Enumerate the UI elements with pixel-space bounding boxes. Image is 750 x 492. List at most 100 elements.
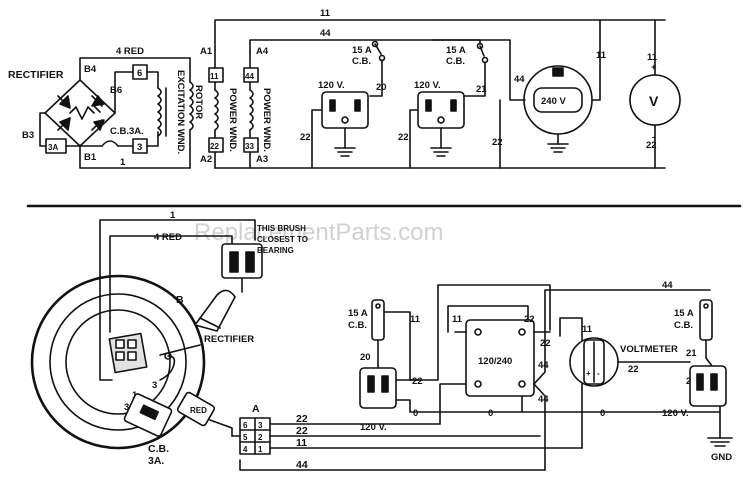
a1-label: A1	[200, 46, 213, 57]
a4-label: A4	[256, 46, 269, 57]
top-receptacle-240v-label: 240 V	[541, 96, 566, 107]
bottom-left-cb-label: C.B.	[348, 320, 367, 331]
top-schematic: RECTIFIER B4 B6 B3 B1 4 RED 6 3A 1 C.B.3…	[8, 8, 681, 169]
brush-note-3: BEARING	[257, 246, 294, 255]
top-terminal-11-label: 11	[210, 72, 219, 81]
top-wire-44: 44	[320, 28, 331, 39]
bottom-right-circuit-breaker	[699, 299, 713, 341]
bottom-cb-label-2: 3A.	[148, 455, 164, 467]
bottom-wire-20: 20	[360, 352, 371, 363]
top-receptacle-2-label: 120 V.	[414, 80, 441, 91]
b6-label: B6	[110, 85, 122, 96]
top-wire-20: 20	[376, 82, 387, 93]
terminal-block-a	[239, 417, 271, 455]
top-ground-3	[547, 143, 569, 153]
brush-red-label: RED	[190, 406, 207, 415]
bottom-left-receptacle-120v	[359, 367, 397, 409]
bottom-rectifier-label: RECTIFIER	[204, 334, 254, 345]
bottom-cb-label-1: C.B.	[148, 443, 169, 455]
top-terminal-11	[208, 67, 224, 83]
terminal-6: 6	[243, 421, 248, 430]
b3-label: B3	[22, 130, 34, 141]
top-wire-44-b: 44	[514, 74, 525, 85]
bottom-wire-22-b: 22	[296, 425, 308, 437]
top-terminal-22	[208, 137, 224, 153]
bottom-pictorial: 1 4 RED THIS BRUSH CLOSEST TO BEARING B	[30, 210, 733, 471]
bottom-right-cb-15a: 15 A	[674, 308, 694, 319]
terminal-3: 3	[258, 421, 263, 430]
bottom-right-receptacle-label: 120 V.	[662, 408, 689, 419]
terminal-1: 1	[258, 445, 263, 454]
voltmeter-label: VOLTMETER	[620, 344, 678, 355]
bottom-wire-44: 44	[296, 459, 308, 471]
a2-label: A2	[200, 154, 212, 165]
rectifier-label: RECTIFIER	[8, 69, 64, 81]
bottom-wire-44-top: 44	[662, 280, 673, 291]
bottom-wire-22-mid-1: 22	[524, 314, 535, 325]
bottom-wire-0-b: 0	[488, 408, 493, 419]
brush-holder	[221, 243, 263, 293]
bottom-circuit-breaker-3a	[123, 393, 173, 437]
terminal-block-a-label: A	[252, 403, 260, 415]
rectifier-bridge	[44, 79, 116, 147]
top-voltmeter-minus: -	[652, 132, 655, 143]
terminal-4: 4	[243, 445, 248, 454]
top-ground-1	[334, 147, 356, 157]
bottom-right-cb-label: C.B.	[674, 320, 693, 331]
top-terminal-44	[243, 67, 259, 83]
power-winding-1-label: POWER WND.	[227, 88, 238, 152]
top-wire-22-a: 22	[300, 132, 311, 143]
top-voltmeter-plus: +	[651, 62, 657, 73]
bottom-wire-11-voltmeter: 11	[582, 324, 593, 335]
top-terminal-33	[243, 137, 259, 153]
top-cb3a-label: C.B.3A.	[110, 126, 144, 137]
terminal-5: 5	[243, 433, 248, 442]
top-terminal-44-label: 44	[245, 72, 254, 81]
bottom-left-cb-15a: 15 A	[348, 308, 368, 319]
top-wire-1: 1	[120, 157, 126, 168]
top-cb15a-2: 15 A	[446, 45, 466, 56]
top-terminal-3-label: 3	[137, 142, 142, 153]
top-terminal-33-label: 33	[245, 142, 254, 151]
terminal-2: 2	[258, 433, 263, 442]
bottom-voltmeter-plus: +	[586, 369, 591, 378]
voltage-selector-label: 120/240	[478, 356, 512, 367]
top-wire-21: 21	[476, 84, 487, 95]
bottom-wire-0-c: 0	[600, 408, 605, 419]
top-voltmeter-label: V	[649, 93, 659, 109]
top-terminal-22-label: 22	[210, 142, 219, 151]
bottom-wire-22-voltmeter: 22	[628, 364, 639, 375]
top-terminal-6-label: 6	[137, 68, 142, 79]
bottom-wire-3: 3	[152, 380, 157, 391]
brush-b	[194, 289, 236, 332]
bottom-wire-44-mid-1: 44	[538, 360, 549, 371]
bottom-wire-21: 21	[686, 348, 697, 359]
bottom-wire-44-mid-2: 44	[538, 394, 549, 405]
bottom-rectifier	[108, 332, 148, 374]
top-wire-11: 11	[320, 8, 331, 19]
top-circuit-breaker-15a-2	[476, 42, 489, 64]
top-receptacle-1-label: 120 V.	[318, 80, 345, 91]
excitation-winding	[157, 87, 162, 137]
watermark: ReplacementParts.com	[194, 219, 443, 246]
bottom-wire-4red: 4 RED	[154, 232, 182, 243]
power-winding-2-label: POWER WND.	[261, 88, 272, 152]
rotor-winding	[189, 81, 194, 131]
top-cb15a-1-b: C.B.	[352, 56, 371, 67]
top-wire-22-d: 22	[646, 140, 657, 151]
bottom-voltmeter-minus: -	[597, 369, 600, 378]
top-circuit-breaker-15a-1	[371, 40, 386, 62]
bottom-wire-22-left: 22	[412, 376, 423, 387]
bottom-wire-0-a: 0	[413, 408, 418, 419]
top-circuit-breaker-3a	[101, 140, 119, 147]
brush-note-2: CLOSEST TO	[257, 235, 308, 244]
top-wire-11-b: 11	[596, 50, 607, 61]
bottom-wire-22-a: 22	[296, 413, 308, 425]
top-wire-22-c: 22	[492, 137, 503, 148]
bottom-wire-1: 1	[170, 210, 176, 221]
top-wire-4red: 4 RED	[116, 46, 144, 57]
rotor-label: ROTOR	[193, 85, 204, 119]
a3-label: A3	[256, 154, 268, 165]
bottom-wire-11-left: 11	[410, 314, 421, 325]
